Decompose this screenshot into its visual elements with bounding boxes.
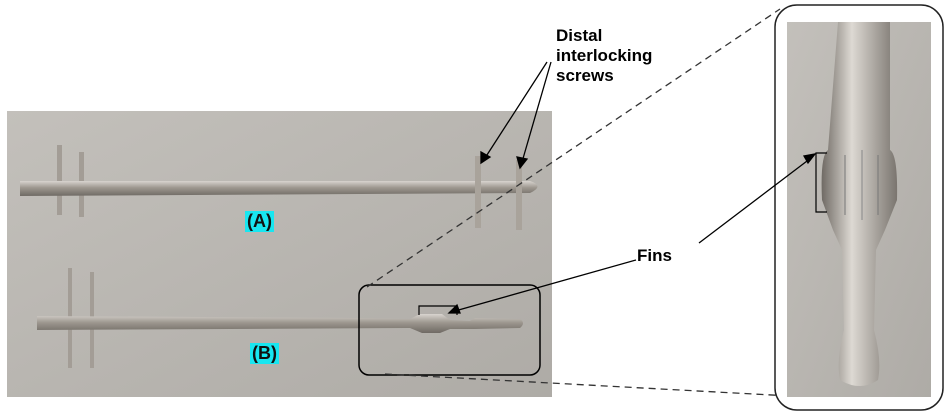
nail-photo (7, 111, 552, 397)
arrows (447, 61, 817, 314)
fins-label: Fins (637, 246, 672, 265)
nail-a (20, 145, 538, 230)
connector-top (366, 8, 781, 288)
screws-label: Distal interlocking screws (556, 26, 652, 86)
screws-label-line: Distal (556, 26, 603, 45)
nail-a-label: (A) (245, 211, 274, 232)
inset-zoom (774, 4, 944, 411)
zoom-region-box (358, 284, 541, 376)
fins-bracket-large (815, 152, 827, 213)
screws-label-line: interlocking (556, 46, 653, 65)
screws-label-line: screws (556, 66, 614, 85)
connector-bottom (384, 373, 791, 397)
nail-b-label: (B) (250, 343, 279, 364)
nail-b (37, 268, 523, 368)
